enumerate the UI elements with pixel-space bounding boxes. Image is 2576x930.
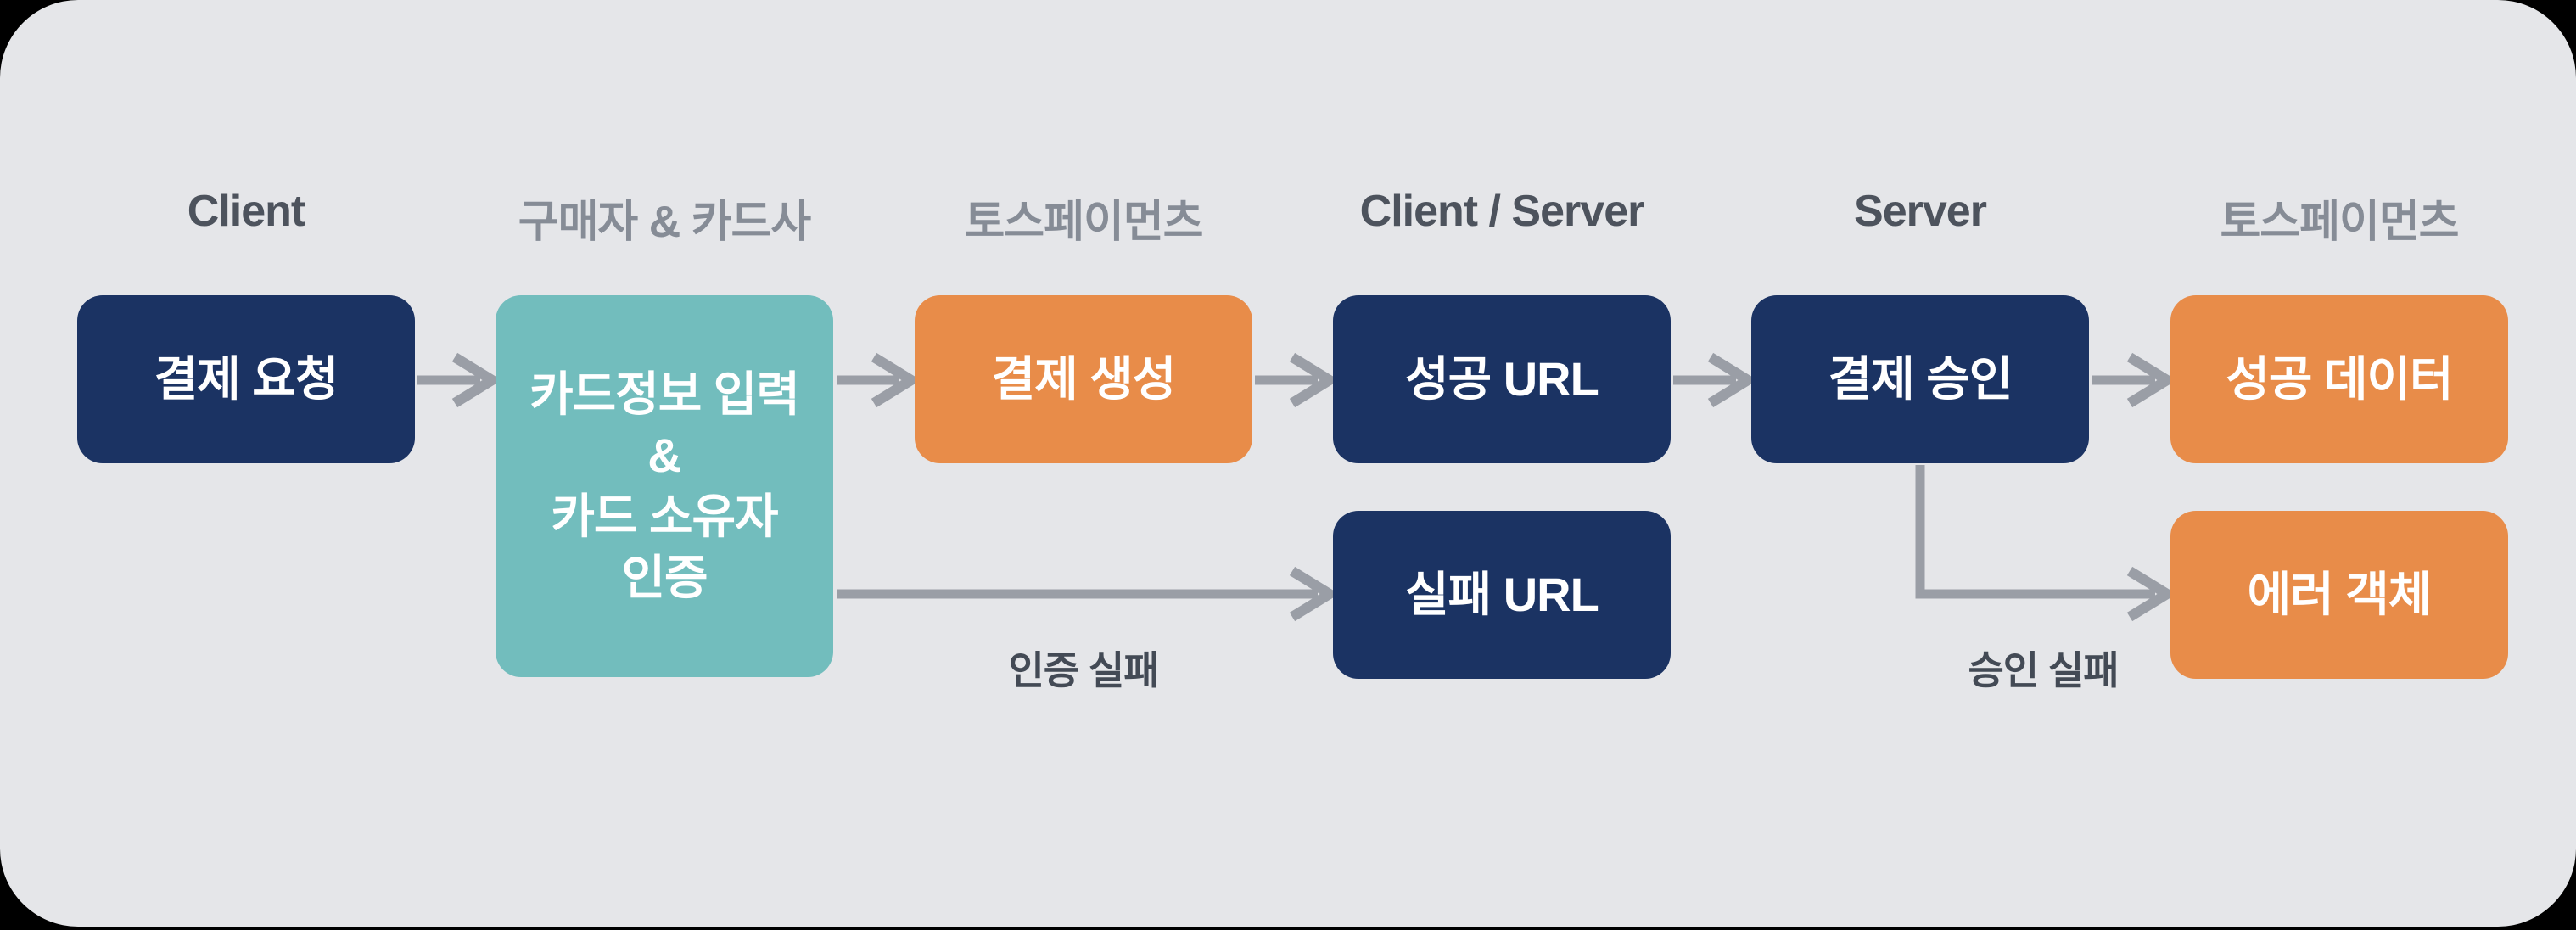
node-error-object: 에러 객체 — [2170, 511, 2508, 679]
lane-label-client: Client — [187, 187, 305, 236]
node-card-input-auth: 카드정보 입력 & 카드 소유자 인증 — [496, 295, 833, 677]
node-success-url: 성공 URL — [1333, 295, 1671, 463]
node-payment-confirm: 결제 승인 — [1751, 295, 2089, 463]
node-fail-url: 실패 URL — [1333, 511, 1671, 679]
lane-label-tosspayments-1: 토스페이먼츠 — [964, 198, 1203, 247]
lane-label-buyer-card: 구매자 & 카드사 — [518, 198, 812, 247]
node-success-data: 성공 데이터 — [2170, 295, 2508, 463]
lane-label-tosspayments-2: 토스페이먼츠 — [2220, 198, 2459, 247]
node-payment-create: 결제 생성 — [915, 295, 1252, 463]
node-payment-request: 결제 요청 — [77, 295, 415, 463]
edge-label-auth-fail: 인증 실패 — [1008, 648, 1159, 692]
edge-label-confirm-fail: 승인 실패 — [1968, 648, 2119, 692]
lane-label-server: Server — [1854, 187, 1987, 236]
lane-label-client-server: Client / Server — [1359, 187, 1645, 236]
